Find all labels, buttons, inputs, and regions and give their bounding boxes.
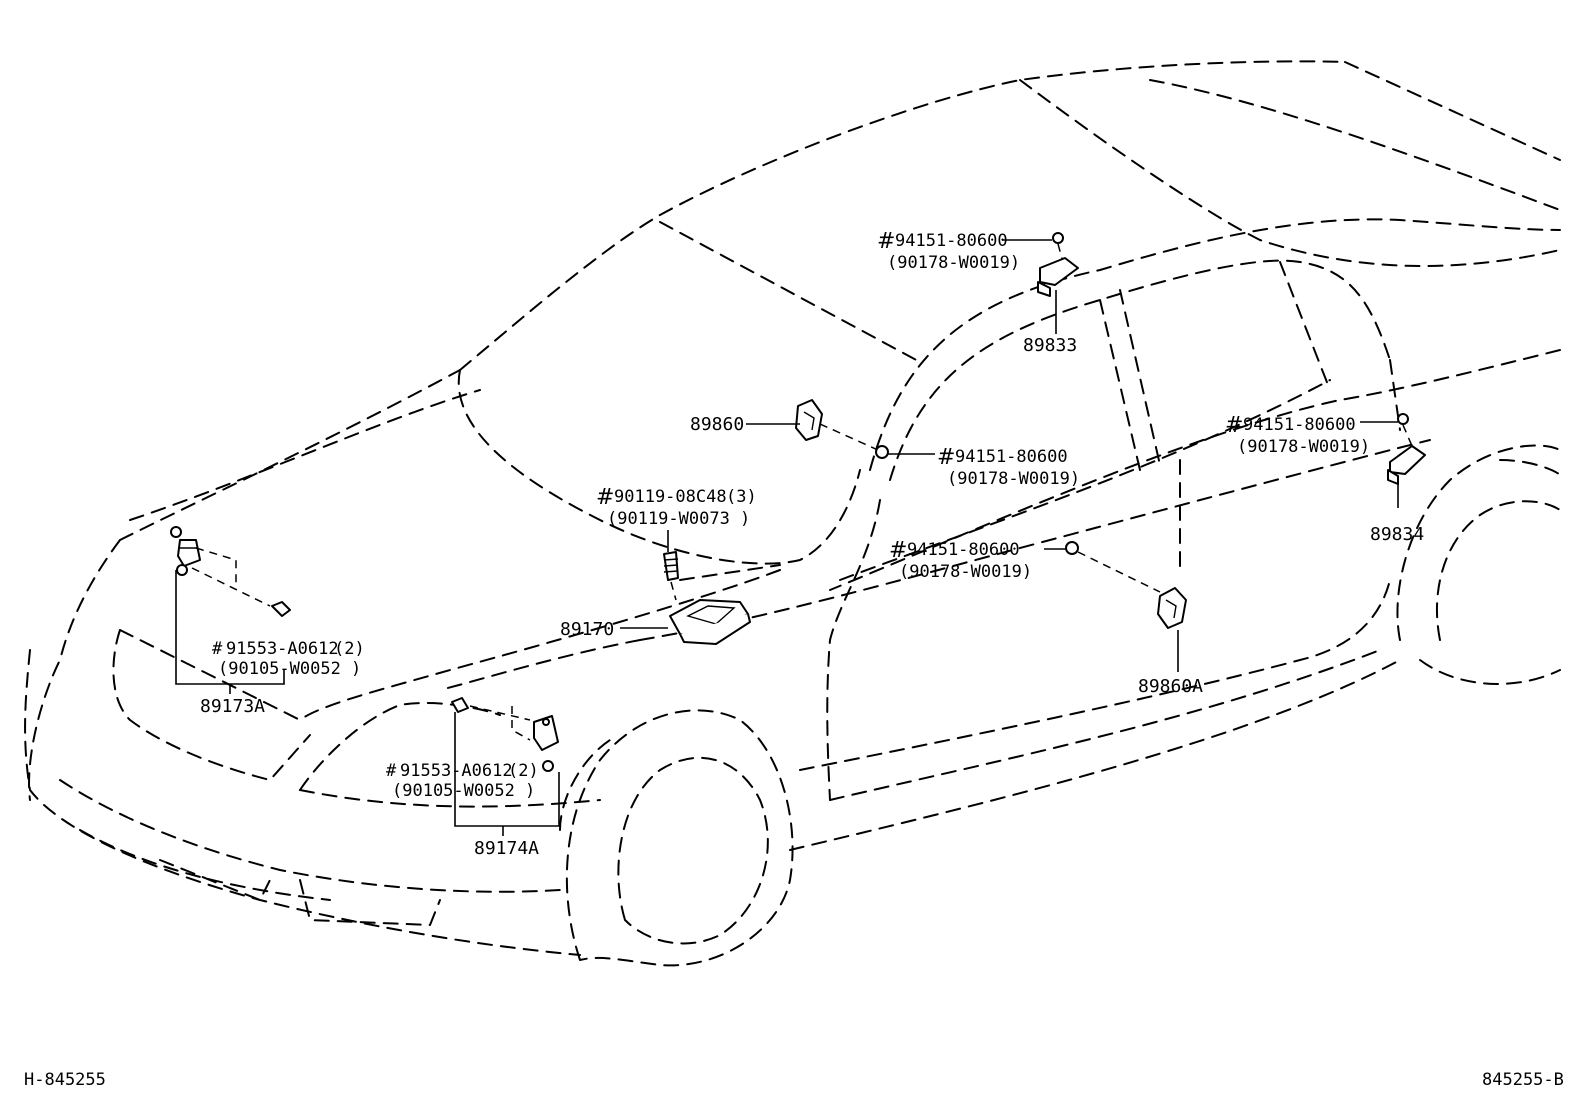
hash-mark-89860: # [937,445,955,470]
sensor-89174a-icon [451,697,559,772]
alt-label-89834: (90178-W0019) [1237,437,1370,457]
part-label-89834: 89834 [1370,524,1424,545]
alt-label-89833: (90178-W0019) [887,253,1020,273]
alt-label-89174a: (90105-W0052 ) [392,781,535,801]
qty-label-89174a: (2) [508,761,539,781]
alt-label-89173a: (90105-W0052 ) [218,659,361,679]
qty-label-89173a: (2) [334,639,365,659]
sensor-89860a-icon [1065,541,1187,629]
airbag-computer-89170-icon [663,551,751,645]
part-label-89174a: 89174A [474,838,539,859]
fastener-label-89834: 94151-80600 [1243,415,1356,435]
fastener-label-89174a: 91553-A0612 [400,761,513,781]
hash-mark-89170: # [596,485,614,510]
fastener-label-89860a: 94151-80600 [907,540,1020,560]
figure-id-left: H-845255 [24,1070,106,1090]
alt-label-89860a: (90178-W0019) [899,562,1032,582]
sensor-89834-icon [1387,413,1426,485]
qty-label-89170: (3) [726,487,757,507]
sensor-89833-icon [1037,232,1079,297]
part-label-89860: 89860 [690,414,744,435]
part-label-89173a: 89173A [200,696,265,717]
fastener-label-89833: 94151-80600 [895,231,1008,251]
fastener-label-89860: 94151-80600 [955,447,1068,467]
hash-mark-89174a: # [386,761,397,781]
figure-id-right: 845255-B [1482,1070,1564,1090]
fastener-label-89170: 90119-08C48 [614,487,727,507]
part-label-89833: 89833 [1023,335,1077,356]
part-label-89170: 89170 [560,619,614,640]
hash-mark-89173a: # [212,639,223,659]
alt-label-89860: (90178-W0019) [947,469,1080,489]
sensor-89173a-icon [170,526,291,617]
part-label-89860a: 89860A [1138,676,1203,697]
car-outline [24,60,1561,967]
alt-label-89170: (90119-W0073 ) [607,509,750,529]
leader-lines [175,239,1399,836]
sensor-89860-icon [795,399,889,459]
hash-mark-89834: # [1225,413,1243,438]
hash-mark-89833: # [877,229,895,254]
hash-mark-89860a: # [889,538,907,563]
fastener-label-89173a: 91553-A0612 [226,639,339,659]
